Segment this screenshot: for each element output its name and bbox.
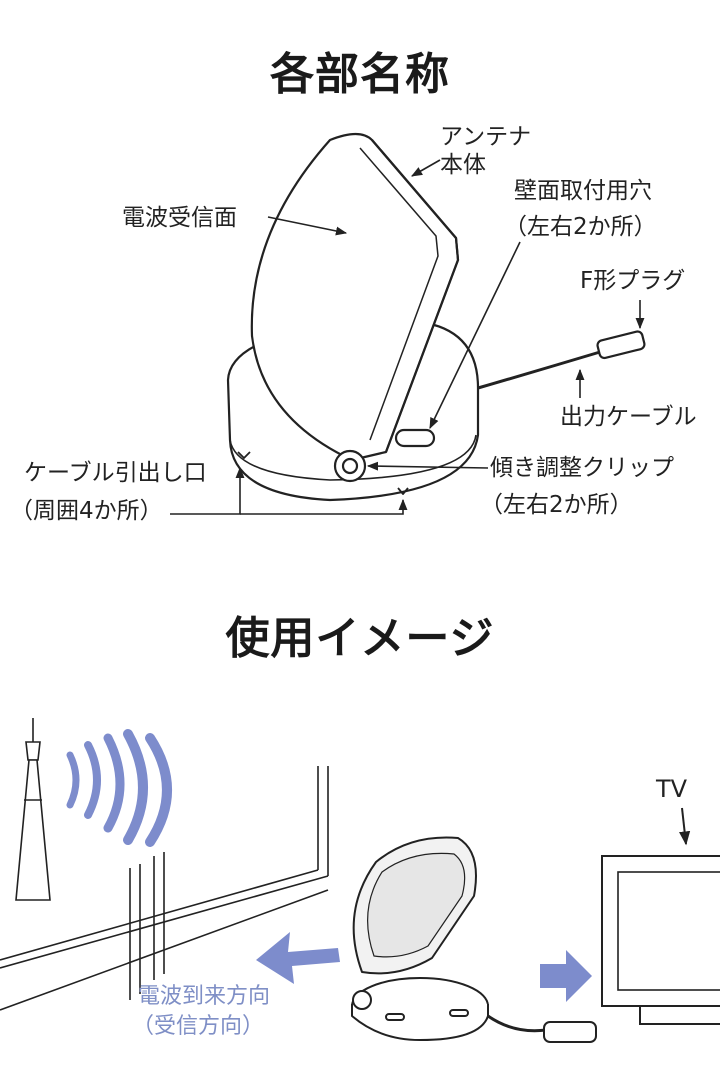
- wall-mount-slot: [394, 428, 436, 448]
- tv-label: TV: [656, 775, 688, 803]
- broadcast-tower: [15, 718, 51, 901]
- antenna-panel-edge: [371, 139, 460, 453]
- parts-leader-lines: [170, 159, 645, 515]
- antenna-base-rim: [229, 434, 477, 481]
- cable-exit-label-line1: ケーブル引出し口: [24, 460, 207, 486]
- f-plug: [596, 330, 646, 360]
- parts-section-title: 各部名称: [270, 49, 450, 100]
- wave-direction-label-line1: 電波到来方向: [138, 984, 271, 1009]
- tv-illustration: [601, 855, 720, 1025]
- antenna-parts-illustration: [226, 132, 646, 502]
- tv-leader-line: [679, 807, 691, 846]
- antenna-body-label-line2: 本体: [440, 152, 486, 178]
- output-cable: [477, 350, 601, 390]
- tilt-clip-label-line1: 傾き調整クリップ: [490, 455, 674, 481]
- tilt-clip-label-line2: （左右2か所）: [480, 492, 633, 518]
- wall-mount-hole-label-line1: 壁面取付用穴: [514, 178, 652, 204]
- antenna-body-label-line1: アンテナ: [440, 124, 532, 150]
- cable-exit-label-line2: （周囲4か所）: [10, 498, 163, 524]
- radio-waves-icon: [66, 729, 172, 847]
- wave-direction-label-line2: （受信方向）: [132, 1014, 265, 1039]
- usage-section-title: 使用イメージ: [225, 613, 495, 664]
- antenna-usage-illustration: [351, 836, 597, 1043]
- window-frame: [0, 766, 329, 1011]
- receiving-surface-label: 電波受信面: [122, 205, 237, 231]
- f-plug-label: F形プラグ: [580, 268, 686, 294]
- wave-direction-arrow: [256, 932, 340, 984]
- antenna-panel: [250, 132, 460, 462]
- antenna-usage-cable: [487, 1014, 547, 1033]
- wall-mount-hole-label-line2: （左右2か所）: [504, 214, 657, 240]
- output-cable-label: 出力ケーブル: [560, 404, 697, 430]
- signal-to-tv-arrow: [540, 950, 592, 1002]
